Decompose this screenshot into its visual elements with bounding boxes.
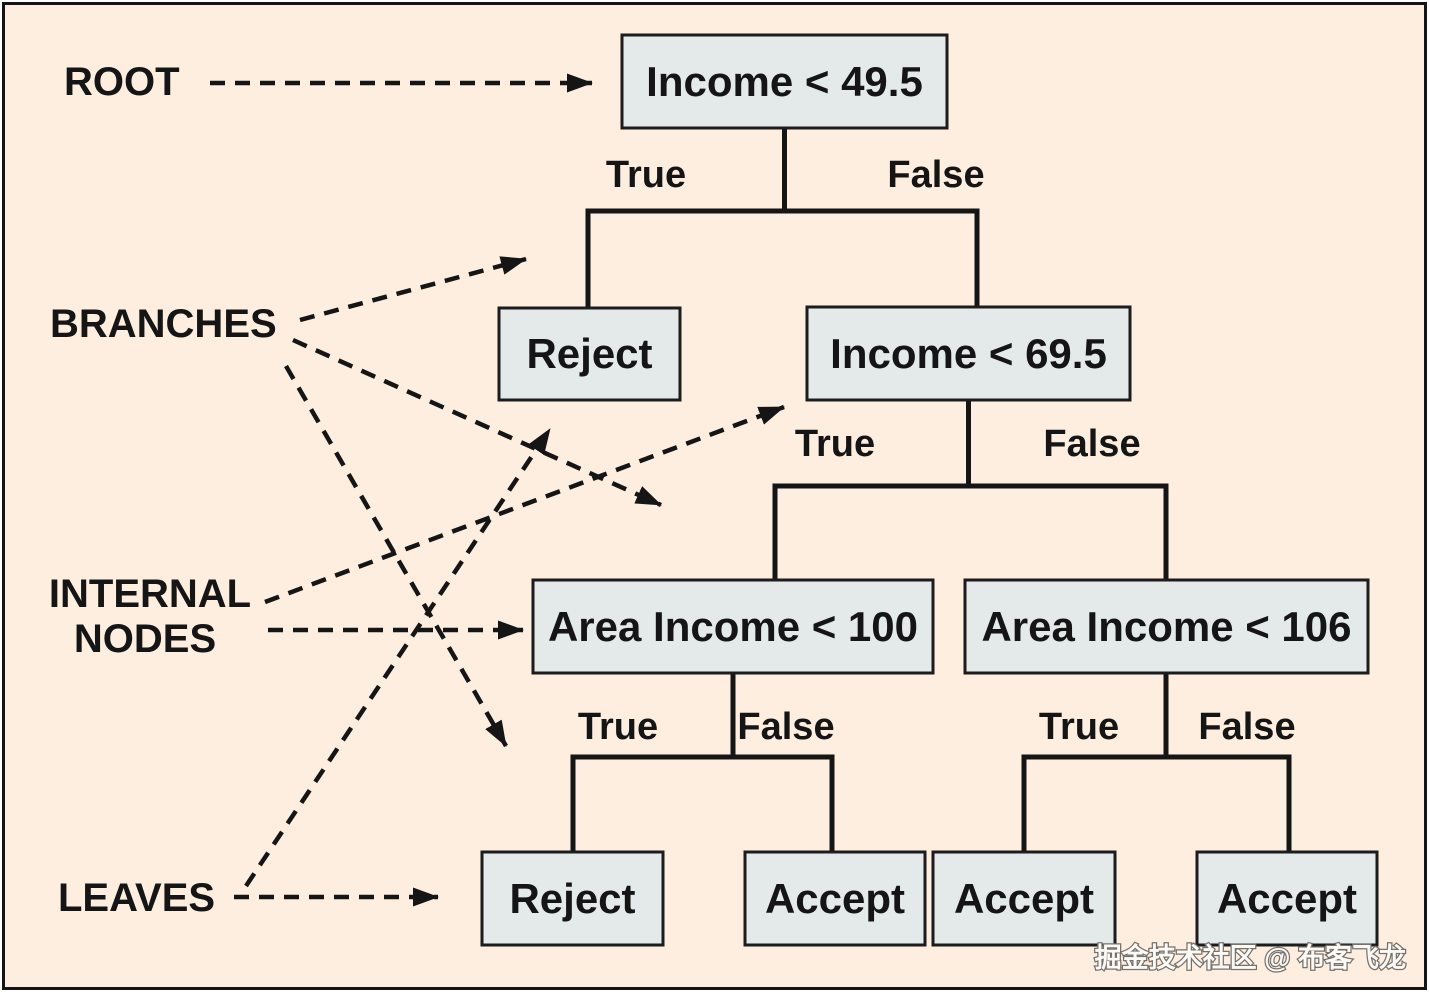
node-root-label: Income < 49.5 [646,58,923,105]
node-area106-box [963,578,1370,675]
leaf-reject-label: Reject [509,875,635,922]
internal-nodes-pointer-arrow-up [264,404,785,605]
node-area100-label: Area Income < 100 [548,603,918,650]
leaf-accept-b-label: Accept [954,875,1094,922]
leaf-reject-box [480,850,665,947]
watermark-text: 掘金技术社区 @ 布客飞龙 [1095,942,1406,973]
annotation-internal-label-line1: INTERNAL [49,572,251,616]
branch-label-income69-true: True [795,423,875,465]
node-income69-label: Income < 69.5 [830,330,1107,377]
branch-label-root-true: True [606,154,686,196]
leaves-pointer-arrow-up [244,427,552,888]
node-area106-label: Area Income < 106 [981,603,1351,650]
branch-label-root-false: False [887,154,984,196]
node-area100-box [531,578,935,675]
annotation-labels: ROOT BRANCHES INTERNAL NODES LEAVES [49,60,277,920]
connector-area100-split [570,754,835,852]
leaf-accept-c-box [1195,850,1379,947]
node-reject-level1-label: Reject [526,330,652,377]
node-reject-level1-box [497,306,682,402]
annotation-leaves-label: LEAVES [58,876,215,920]
branch-label-area100-false: False [737,706,834,748]
connector-root-split [585,208,980,308]
annotation-arrows [210,73,785,907]
leaf-accept-b-box [931,850,1117,947]
branch-label-income69-false: False [1043,423,1140,465]
branch-label-area106-false: False [1198,706,1295,748]
branches-pointer-arrow-top [299,256,527,323]
leaf-accept-a-label: Accept [765,875,905,922]
connector-income69-split [772,483,1169,580]
annotation-root-label: ROOT [64,60,180,104]
connector-area106-split [1021,754,1292,852]
annotation-branches-label: BRANCHES [50,302,277,346]
annotation-internal-label-line2: NODES [74,617,216,661]
tree-nodes: Income < 49.5 Reject Income < 69.5 Area … [480,33,1379,947]
leaf-accept-c-label: Accept [1217,875,1357,922]
branch-label-area106-true: True [1039,706,1119,748]
branch-labels: True False True False True False True Fa… [578,154,1296,748]
leaf-accept-a-box [743,850,927,947]
node-income69-box [805,305,1132,402]
branch-label-area100-true: True [578,706,658,748]
tree-connectors [570,128,1292,852]
node-root-box [620,33,949,130]
